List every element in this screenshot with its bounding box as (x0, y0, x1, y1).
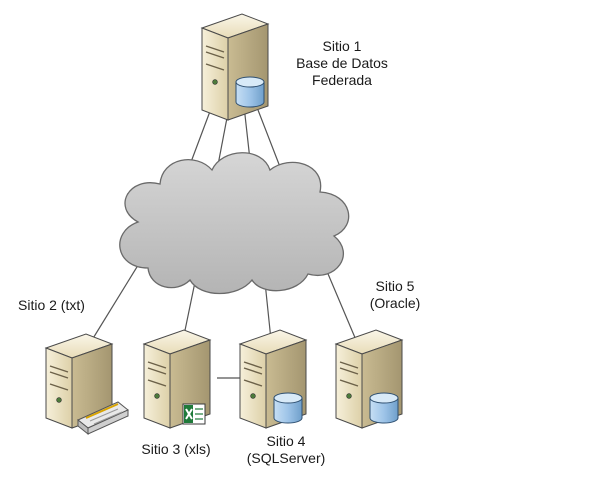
cloud-to-sites-links (91, 261, 357, 379)
sitio1-label-line3: Federada (312, 72, 372, 88)
link-cloud-sitio1-d (257, 109, 283, 173)
sitio2-server (44, 333, 114, 429)
sitio5-label: Sitio 5 (Oracle) (350, 278, 440, 312)
sitio1-label: Sitio 1 Base de Datos Federada (284, 38, 400, 89)
sitio4-database-icon (273, 392, 303, 424)
sitio5-database-icon (369, 392, 399, 424)
link-cloud-sitio2 (91, 261, 141, 341)
sitio1-label-line1: Sitio 1 (322, 38, 362, 54)
sitio3-label-line1: Sitio 3 (xls) (141, 441, 211, 457)
sitio3-label: Sitio 3 (xls) (126, 441, 226, 458)
link-cloud-sitio4 (264, 281, 272, 341)
link-cloud-sitio5 (322, 261, 357, 341)
sitio2-label: Sitio 2 (txt) (18, 297, 85, 314)
cloud-icon (119, 152, 350, 295)
sitio2-text-file-icon (77, 401, 129, 436)
sitio1-database-icon (235, 76, 265, 108)
sitio4-label-line1: Sitio 4 (266, 433, 306, 449)
sitio2-label-line1: Sitio 2 (txt) (18, 297, 85, 313)
sitio4-label-line2: (SQLServer) (246, 450, 326, 466)
sitio1-label-line2: Base de Datos (296, 55, 388, 71)
sitio5-label-line1: Sitio 5 (375, 278, 415, 294)
sitio4-label: Sitio 4 (SQLServer) (236, 433, 336, 467)
link-cloud-sitio1-c (243, 105, 251, 161)
sitio3-excel-icon (182, 403, 206, 425)
sitio5-label-line2: (Oracle) (369, 295, 421, 311)
